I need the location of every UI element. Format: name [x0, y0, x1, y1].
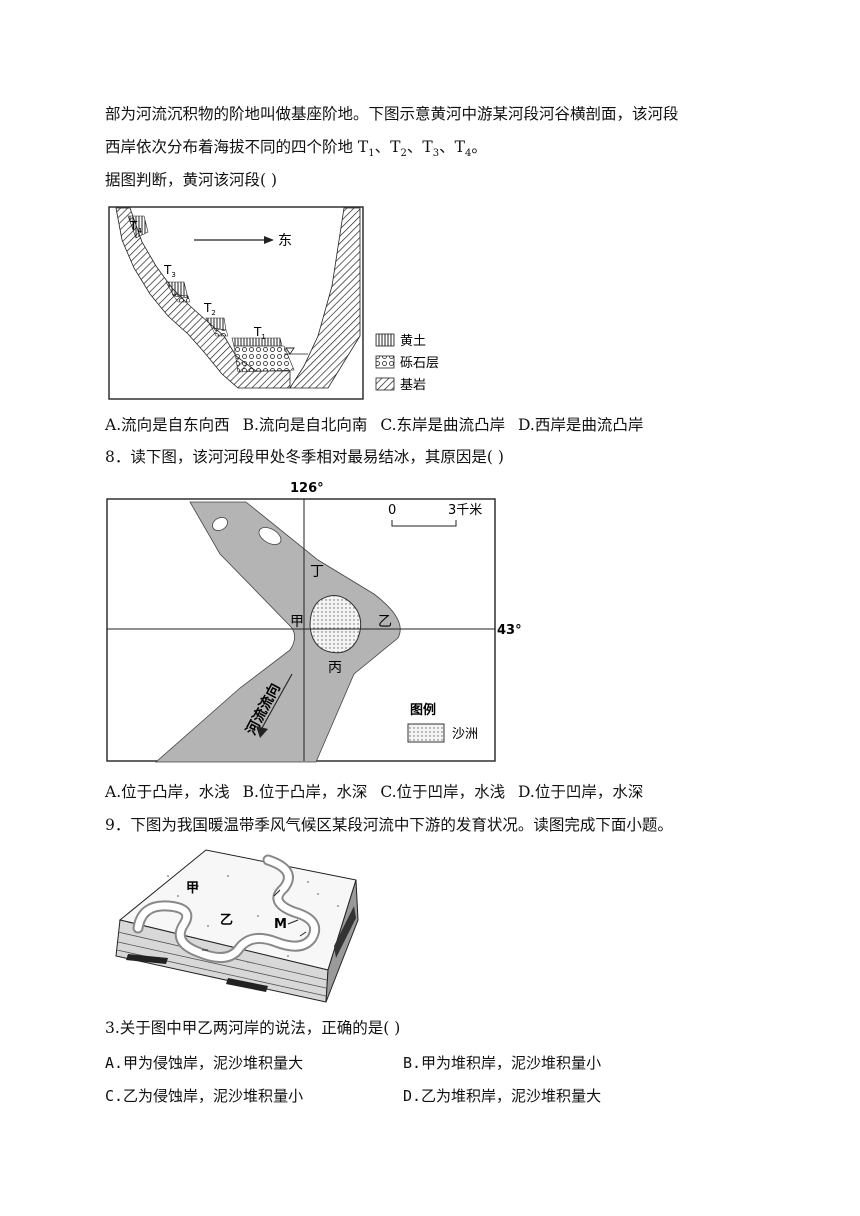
direction-east-label: 东: [278, 233, 292, 249]
q8-option-d[interactable]: D.位于凹岸，水深: [518, 783, 644, 801]
valley-cross-section-figure: T4 T3 T2 T1 东 黄土 砾石层 基岩: [108, 206, 439, 400]
longitude-label: 126°: [290, 481, 324, 496]
terrace-t1-gravel: [233, 345, 295, 373]
legend-gravel: 砾石层: [400, 356, 439, 371]
label-jia-bank: 甲: [186, 881, 199, 896]
label-yi: 乙: [378, 614, 392, 630]
q7-option-b[interactable]: B.流向是自北向南: [242, 416, 368, 434]
q8-option-c[interactable]: C.位于凹岸，水浅: [380, 783, 506, 801]
sandbar: [309, 595, 362, 654]
river-channel: [154, 501, 401, 763]
label-ding: 丁: [310, 564, 324, 580]
intro-line-1: 部为河流沉积物的阶地叫做基座阶地。下图示意黄河中游某河段河谷横剖面，该河段: [105, 105, 679, 123]
legend-sandbar: 沙洲: [452, 727, 478, 742]
label-bing: 丙: [328, 660, 342, 676]
terrace-t4-loess: [127, 215, 149, 239]
terrace-t1-loess: [231, 337, 283, 347]
legend-title: 图例: [410, 702, 436, 718]
label-yi-bank: 乙: [220, 913, 233, 928]
intro-line-3: 据图判断，黄河该河段( ): [105, 171, 278, 189]
river-bend-map-figure: 126° 43° 0 3千米 丁 甲 乙 丙 河流流向 图例 沙洲: [106, 481, 522, 763]
intro-line-2-text: 西岸依次分布着海拔不同的四个阶地 T: [105, 138, 369, 156]
scale-end: 3千米: [448, 503, 482, 518]
label-m-point: M: [274, 917, 287, 932]
label-jia: 甲: [290, 614, 304, 630]
q8-stem: 8．读下图，该河河段甲处冬季相对最易结冰，其原因是( ): [105, 448, 504, 466]
legend-loess: 黄土: [400, 334, 426, 349]
q7-option-c[interactable]: C.东岸是曲流凸岸: [380, 416, 506, 434]
legend-bedrock: 基岩: [400, 378, 426, 393]
q7-option-a[interactable]: A.流向是自东向西: [105, 416, 230, 434]
q3-option-d[interactable]: D.乙为堆积岸，泥沙堆积量大: [403, 1087, 602, 1105]
q9-stem: 9．下图为我国暖温带季风气候区某段河流中下游的发育状况。读图完成下面小题。: [105, 816, 673, 834]
intro-line-2: 西岸依次分布着海拔不同的四个阶地 T1、T2、T3、T4。: [105, 138, 487, 160]
q8-options: A.位于凸岸，水浅 B.位于凸岸，水深 C.位于凹岸，水浅 D.位于凹岸，水深: [105, 780, 651, 802]
meander-block-diagram-figure: 甲 乙 M: [115, 849, 359, 1003]
q3-stem: 3.关于图中甲乙两河岸的说法，正确的是( ): [105, 1019, 401, 1037]
q7-options: A.流向是自东向西 B.流向是自北向南 C.东岸是曲流凸岸 D.西岸是曲流凸岸: [105, 413, 651, 435]
q3-option-b[interactable]: B.甲为堆积岸，泥沙堆积量小: [403, 1054, 602, 1072]
intro-line-2-end: 。: [471, 138, 487, 156]
q7-option-d[interactable]: D.西岸是曲流凸岸: [518, 416, 644, 434]
latitude-label: 43°: [497, 623, 522, 638]
q3-option-a[interactable]: A.甲为侵蚀岸，泥沙堆积量大: [105, 1054, 304, 1072]
q8-option-a[interactable]: A.位于凸岸，水浅: [105, 783, 230, 801]
q3-option-c[interactable]: C.乙为侵蚀岸，泥沙堆积量小: [105, 1087, 304, 1105]
scale-zero: 0: [388, 503, 396, 518]
q8-option-b[interactable]: B.位于凸岸，水深: [242, 783, 368, 801]
